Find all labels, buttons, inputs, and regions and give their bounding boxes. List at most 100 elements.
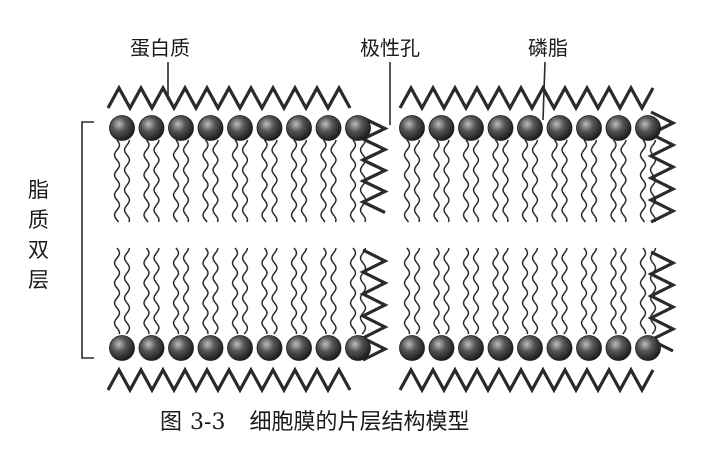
lipid-tail — [172, 247, 180, 334]
lipid-tail — [261, 139, 268, 223]
lipid-tail — [443, 139, 450, 223]
lipid-tail — [349, 247, 357, 334]
lipid-head — [546, 115, 573, 141]
lipid-tail — [639, 247, 647, 334]
lipid-head — [197, 115, 224, 141]
lipid-tail — [320, 139, 327, 223]
lipid-tail — [330, 247, 337, 335]
lipid-tail — [590, 247, 598, 335]
lipid-head — [227, 335, 253, 361]
lipid-tail — [521, 139, 529, 223]
lipid-tail — [143, 247, 150, 334]
protein-layer-bottom-left — [106, 366, 352, 394]
caption-prefix: 图 — [160, 410, 183, 435]
pore-protein-lower — [359, 248, 389, 362]
lipid-tail — [610, 139, 617, 223]
lipid-head — [256, 115, 283, 141]
lipid-head — [286, 115, 312, 141]
lipid-tail — [271, 247, 278, 335]
lipid-tail — [590, 139, 598, 223]
lipid-head — [138, 335, 165, 361]
lipid-tail — [349, 139, 357, 223]
lipid-head — [428, 335, 455, 361]
lipid-tail — [261, 247, 268, 334]
lipid-tail — [433, 139, 440, 223]
lipid-head — [546, 335, 573, 361]
lipid-tail — [580, 139, 588, 223]
lipid-head — [517, 115, 543, 141]
lipid-tail — [551, 139, 558, 223]
lipid-head — [399, 115, 425, 141]
lipid-tail — [153, 139, 160, 223]
lipid-head — [286, 335, 312, 361]
lipid-tail — [300, 139, 308, 223]
lipid-head — [109, 335, 135, 361]
lipid-tail — [492, 139, 499, 223]
lipid-tail — [113, 139, 121, 223]
protein-label: 蛋白质 — [130, 36, 190, 60]
lipid-tail — [300, 247, 308, 335]
lipid-tail — [462, 247, 470, 334]
pore-protein-upper — [359, 116, 389, 214]
lipid-tail — [413, 139, 421, 223]
lipid-head — [168, 115, 194, 141]
lipid-head — [197, 335, 224, 361]
lipid-head — [517, 335, 543, 361]
lipid-tail — [521, 247, 529, 334]
lipid-tail — [502, 247, 509, 335]
lipid-head — [635, 335, 661, 361]
lipid-tail — [551, 247, 558, 334]
lipid-tail — [462, 139, 470, 223]
lipid-tail — [649, 247, 657, 335]
lipid-head — [458, 115, 484, 141]
bilayer-bracket — [81, 121, 94, 359]
lipid-head — [109, 115, 135, 141]
caption-title: 细胞膜的片层结构模型 — [249, 410, 470, 435]
lipid-tail — [202, 139, 209, 223]
lipid-tail — [580, 247, 588, 334]
lipid-tail — [202, 247, 209, 334]
lipid-tail — [443, 247, 450, 335]
figure-caption: 图 3-3 细胞膜的片层结构模型 — [160, 404, 469, 436]
lipid-tail — [153, 247, 160, 335]
lipid-tail — [123, 139, 131, 223]
protein-layer-bottom-right — [398, 366, 655, 394]
lipid-tail — [433, 247, 440, 334]
lipid-head — [576, 115, 602, 141]
lipid-tail — [413, 247, 421, 335]
lipid-tail — [472, 139, 480, 223]
lipid-tail — [212, 247, 219, 335]
lipid-head — [605, 335, 632, 361]
lipid-tail — [359, 139, 367, 223]
lipid-head — [256, 335, 283, 361]
lipid-tail — [241, 139, 249, 223]
lipid-tail — [620, 247, 627, 335]
lipid-head — [458, 335, 484, 361]
lipid-tail — [492, 247, 499, 334]
lipid-tail — [403, 247, 411, 334]
lipid-tail — [143, 139, 150, 223]
lipid-tail — [290, 247, 298, 334]
lipid-tail — [182, 247, 190, 335]
lipid-head — [345, 335, 371, 361]
lipid-heads — [109, 115, 661, 361]
lipid-tail — [172, 139, 180, 223]
lipid-head — [428, 115, 455, 141]
lipid-head — [315, 115, 342, 141]
lipid-tail — [403, 139, 411, 223]
lipid-tail — [610, 247, 617, 334]
lipid-tail — [330, 139, 337, 223]
lipid-tail — [212, 139, 219, 223]
lipid-tail — [231, 247, 239, 334]
lipid-tails — [113, 139, 657, 335]
lipid-head — [605, 115, 632, 141]
caption-number: 3-3 — [190, 410, 226, 435]
phospholipid-label: 磷脂 — [528, 36, 568, 60]
lipid-tail — [359, 247, 367, 335]
polar-pore-label: 极性孔 — [360, 36, 420, 60]
edge-protein-lower — [647, 250, 677, 353]
protein-layer-top-left — [106, 84, 352, 112]
lipid-tail — [561, 139, 568, 223]
lipid-head — [576, 335, 602, 361]
protein-layer-top-right — [398, 84, 655, 112]
